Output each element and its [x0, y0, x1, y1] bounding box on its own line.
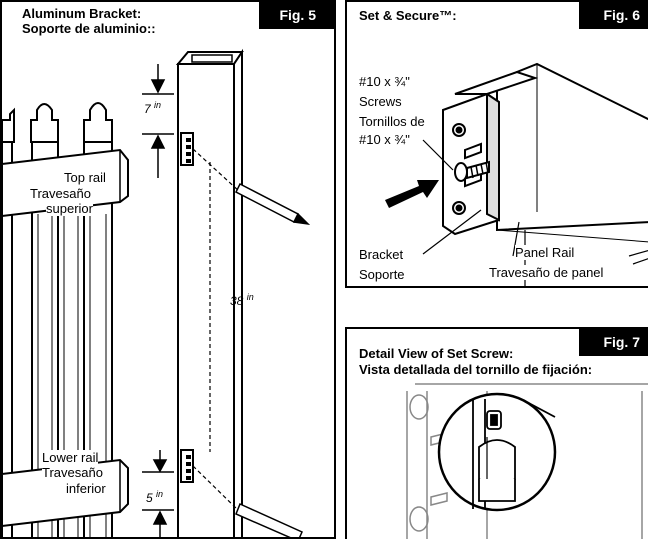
fig6-illustration	[385, 62, 648, 286]
fig7-illustration	[406, 383, 648, 539]
fig5-illustration	[2, 48, 311, 537]
pencil-2	[235, 502, 303, 537]
dim-top-label: 7 in	[144, 100, 162, 116]
fig7-title-en: Detail View of Set Screw:	[359, 346, 514, 361]
dim-mid-label: 38 in	[230, 292, 254, 308]
fig6-panel: Fig. 6 Set & Secure™: #10 x ¾" Screws To…	[345, 0, 648, 288]
top-rail-label-es-1: Travesaño	[30, 186, 91, 201]
fig7-tag: Fig. 7	[579, 329, 648, 356]
fig7-title-es: Vista detallada del tornillo de fijación…	[359, 362, 593, 377]
insert-arrow	[385, 180, 439, 208]
picket-cap-2	[83, 102, 113, 143]
fig5-title-es: Soporte de aluminio::	[22, 21, 156, 36]
top-rail-label-es-2: superior	[46, 201, 93, 216]
panel-rail-label-en: Panel Rail	[515, 245, 575, 260]
top-rail-label-en: Top rail	[64, 170, 106, 185]
screw-head	[454, 162, 468, 182]
lower-rail-label-en: Lower rail	[42, 450, 99, 465]
screws-label-3: Tornillos de	[359, 114, 425, 129]
pencil-1	[234, 182, 300, 224]
picket-cap-1	[30, 103, 59, 143]
bracket-label-es: Soporte	[359, 267, 405, 282]
fig5-title-en: Aluminum Bracket:	[22, 6, 142, 21]
screws-label-2: Screws	[359, 94, 402, 109]
lower-rail-label-es-2: inferior	[66, 481, 106, 496]
lower-rail-label-es-1: Travesaño	[42, 465, 103, 480]
panel-rail	[496, 62, 648, 232]
screws-label-1: #10 x ¾"	[359, 74, 410, 89]
fig7-panel: Fig. 7 Detail View of Set Screw: Vista d…	[345, 327, 648, 539]
dim-bottom-label: 5 in	[146, 489, 164, 505]
fig6-tag: Fig. 6	[579, 2, 648, 29]
panel-rail-label-es: Travesaño de panel	[489, 265, 604, 280]
fig5-panel: Fig. 5 Aluminum Bracket: Soporte de alum…	[0, 0, 336, 539]
screws-label-4: #10 x ¾"	[359, 132, 410, 147]
fig5-tag: Fig. 5	[259, 2, 334, 29]
bracket-label-en: Bracket	[359, 247, 404, 262]
fig6-title: Set & Secure™:	[359, 8, 457, 23]
